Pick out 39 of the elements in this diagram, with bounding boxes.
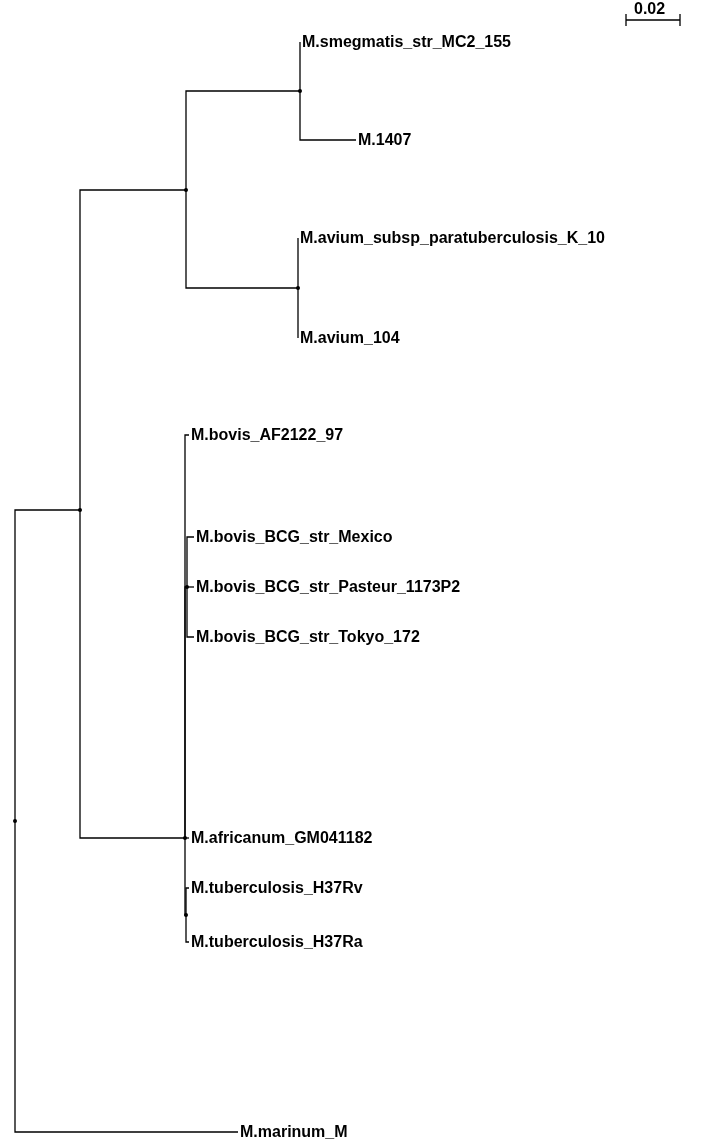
taxon-label: M.bovis_BCG_str_Tokyo_172 (196, 627, 420, 647)
tree-branch (185, 914, 190, 943)
branch-point (185, 585, 189, 589)
taxon-label: M.smegmatis_str_MC2_155 (302, 32, 511, 52)
taxon-label: M.bovis_BCG_str_Pasteur_1173P2 (196, 577, 461, 597)
tree-branch (186, 586, 195, 638)
branch-point (296, 286, 300, 290)
taxon-label: M.marinum_M (240, 1122, 348, 1142)
branch-point (184, 913, 188, 917)
taxon-label: M.tuberculosis_H37Rv (191, 878, 363, 898)
tree-branch (299, 90, 357, 141)
tree-branch (14, 820, 239, 1133)
tree-branch (185, 90, 301, 191)
branch-point (184, 188, 188, 192)
taxon-label: M.avium_subsp_paratuberculosis_K_10 (300, 228, 605, 248)
tree-branch (186, 536, 195, 588)
tree-branch (79, 189, 187, 511)
tree-branch (297, 287, 299, 339)
tree-branch (184, 837, 190, 839)
taxon-label: M.tuberculosis_H37Ra (191, 932, 363, 952)
tree-branch (297, 237, 299, 289)
branch-point (183, 836, 187, 840)
tree-branch (184, 586, 188, 839)
taxon-label: M.africanum_GM041182 (191, 828, 373, 848)
taxon-label: M.1407 (358, 130, 412, 150)
tree-branch (14, 509, 81, 822)
branch-point (298, 89, 302, 93)
tree-branch (185, 189, 299, 289)
tree-branch (79, 509, 186, 839)
taxon-label: M.bovis_AF2122_97 (191, 425, 344, 445)
tree-branch (299, 41, 301, 92)
tree-branch (185, 887, 190, 916)
branch-point (78, 508, 82, 512)
taxon-label: M.avium_104 (300, 328, 400, 348)
tree-branch (186, 586, 195, 588)
branch-point (13, 819, 17, 823)
taxon-label: M.bovis_BCG_str_Mexico (196, 527, 393, 547)
tree-branch (184, 837, 187, 916)
scale-label: 0.02 (634, 0, 666, 18)
